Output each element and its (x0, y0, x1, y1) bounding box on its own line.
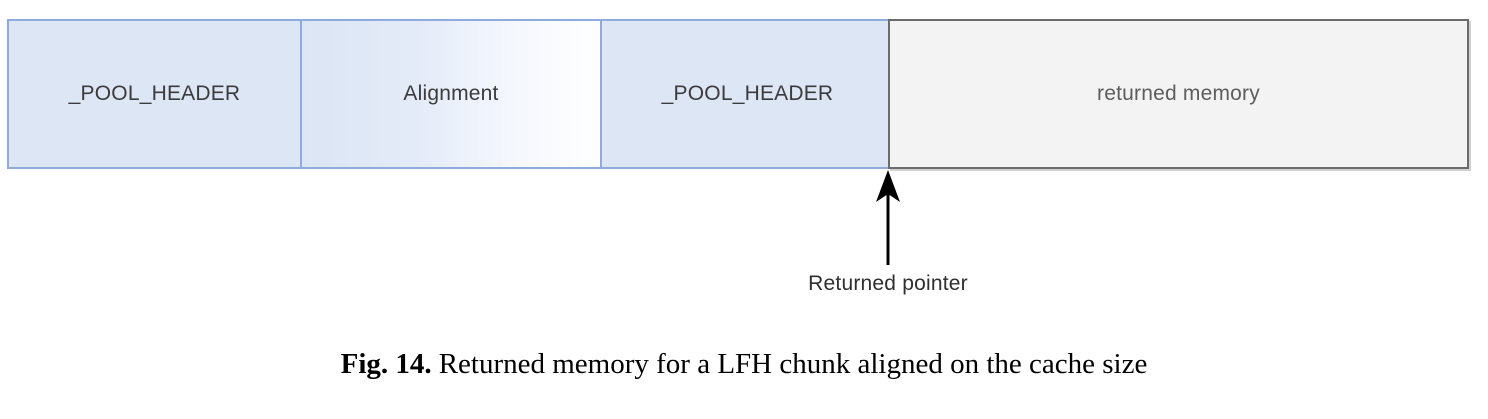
segment-returned-memory: returned memory (888, 19, 1469, 169)
figure-caption-number: Fig. 14. (340, 348, 432, 380)
segment-label: Alignment (403, 82, 499, 105)
segment-pool-header-second: _POOL_HEADER (600, 19, 895, 169)
segment-alignment: Alignment (300, 19, 602, 169)
segment-label: _POOL_HEADER (68, 82, 241, 105)
figure-caption: Fig. 14.Returned memory for a LFH chunk … (0, 348, 1488, 381)
segment-label: returned memory (1097, 82, 1260, 105)
figure-caption-text: Returned memory for a LFH chunk aligned … (438, 348, 1148, 380)
segment-pool-header-first: _POOL_HEADER (7, 19, 302, 169)
memory-layout-strip: _POOL_HEADER Alignment _POOL_HEADER retu… (7, 19, 1469, 169)
segment-label: _POOL_HEADER (661, 82, 834, 105)
returned-pointer-label: Returned pointer (808, 272, 968, 295)
